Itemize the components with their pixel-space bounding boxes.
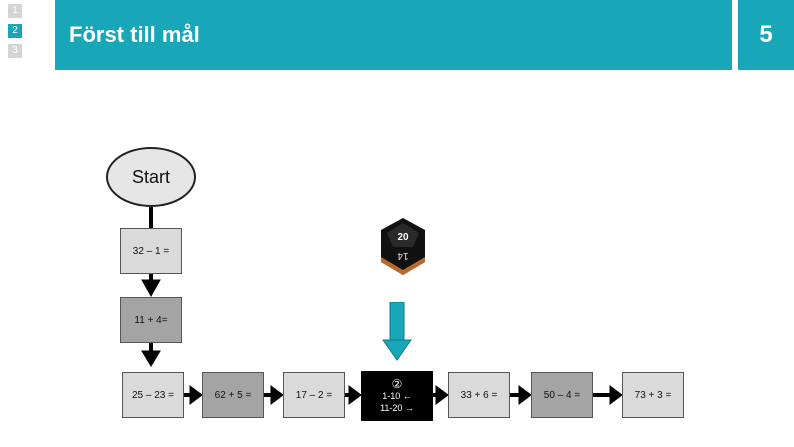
arrow-right-icon — [518, 385, 532, 405]
level-3-indicator[interactable]: 3 — [8, 44, 22, 58]
arrow-right-icon — [189, 385, 203, 405]
die-top-number: 20 — [397, 232, 409, 243]
arrow-right-icon — [348, 385, 362, 405]
arrow-right-icon — [435, 385, 449, 405]
dice-range-high: 11-20 → — [380, 403, 414, 413]
equation-box-3: 25 – 23 = — [122, 372, 184, 418]
arrow-right-icon — [270, 385, 284, 405]
start-node: Start — [106, 147, 196, 207]
arrow-down-icon — [141, 350, 161, 367]
page-title: Först till mål — [69, 22, 200, 47]
level-2-indicator[interactable]: 2 — [8, 24, 22, 38]
equation-box-6: 33 + 6 = — [448, 372, 510, 418]
level-1-indicator[interactable]: 1 — [8, 4, 22, 18]
dice-choice-box: ② 1-10 ← 11-20 → — [361, 371, 433, 421]
equation-box-2: 11 + 4= — [120, 297, 182, 343]
equation-box-7: 50 – 4 = — [531, 372, 593, 418]
d20-die-icon: 20 14 — [381, 218, 425, 275]
die-side-number: 14 — [397, 250, 409, 261]
equation-box-8: 73 + 3 = — [622, 372, 684, 418]
dice-range-low: 1-10 ← — [382, 391, 412, 401]
equation-box-1: 32 – 1 = — [120, 228, 182, 274]
arrow-right-icon — [609, 385, 623, 405]
arrow-down-icon — [141, 279, 161, 298]
circled-two-symbol: ② — [391, 377, 403, 391]
down-arrow-icon — [382, 302, 412, 361]
header-bar: Först till mål — [55, 0, 732, 70]
equation-box-5: 17 – 2 = — [283, 372, 345, 418]
page-number: 5 — [738, 0, 794, 70]
equation-box-4: 62 + 5 = — [202, 372, 264, 418]
